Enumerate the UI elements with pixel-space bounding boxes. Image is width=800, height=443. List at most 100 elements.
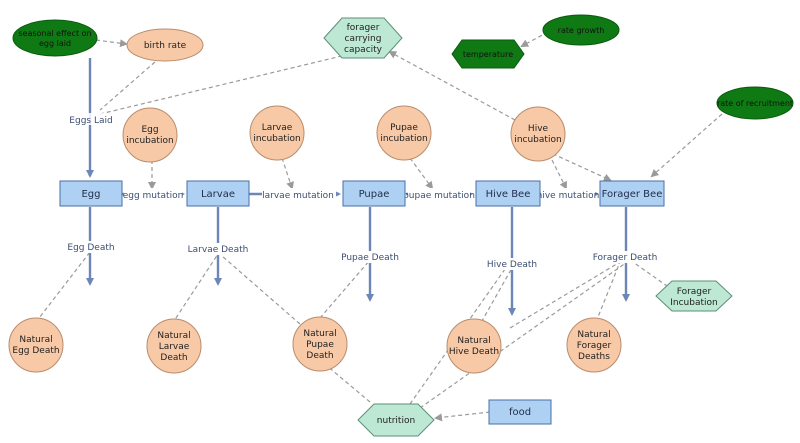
link-recruitment-to-forager [650, 113, 723, 178]
link-hive-to-capacity [388, 51, 516, 121]
svg-text:Forager: Forager [577, 341, 612, 351]
link-hive-incubation-to-hive-mutation [551, 159, 567, 190]
link-nutrition-to-forager-death [419, 259, 631, 409]
svg-text:Natural: Natural [577, 330, 610, 340]
flow-label-larvae-death[interactable]: Larvae Death [188, 245, 249, 255]
svg-text:incubation: incubation [380, 134, 427, 144]
link-pupae-incubation-to-pupae-mutation [409, 157, 434, 190]
flow-label-eggs-laid[interactable]: Eggs Laid [69, 116, 112, 126]
link-natural-pupae-to-larvae-death [221, 255, 301, 325]
svg-text:Forager Bee: Forager Bee [602, 189, 663, 200]
svg-text:forager: forager [347, 23, 380, 33]
svg-text:Natural: Natural [157, 331, 190, 341]
forager-incubation-node[interactable]: Forager Incubation [655, 280, 733, 312]
natural-forager-deaths-node[interactable]: Natural Forager Deaths [566, 317, 622, 373]
svg-text:nutrition: nutrition [377, 416, 415, 426]
egg-incubation-node[interactable]: Egg incubation [122, 107, 178, 163]
svg-text:capacity: capacity [344, 45, 383, 55]
flow-label-hive-mutation[interactable]: hive mutation [537, 191, 600, 201]
temperature-node[interactable]: temperature [451, 39, 525, 69]
svg-text:egg laid: egg laid [39, 39, 71, 48]
link-natural-larvae-to-larvae-death [171, 253, 219, 325]
larvae-stock[interactable]: Larvae [186, 180, 250, 207]
hive-incubation-node[interactable]: Hive incubation [510, 106, 566, 162]
green-inputs: seasonal effect on egg laid rate growth … [12, 14, 794, 120]
link-natural-egg-to-egg-death [35, 251, 91, 323]
svg-text:Larvae: Larvae [159, 342, 190, 352]
link-natural-hive-to-forager-death [509, 261, 621, 329]
svg-text:Death: Death [160, 353, 187, 363]
svg-text:Egg: Egg [141, 125, 158, 135]
stocks: Egg Larvae Pupae Hive Bee Forager Bee fo… [59, 180, 665, 425]
svg-text:Larvae: Larvae [262, 123, 293, 133]
flow-label-egg-mutation[interactable]: egg mutation [123, 191, 184, 201]
larvae-incubation-node[interactable]: Larvae incubation [249, 105, 305, 161]
rate-growth-node[interactable]: rate growth [542, 14, 620, 46]
svg-text:incubation: incubation [253, 134, 300, 144]
svg-text:incubation: incubation [514, 135, 561, 145]
link-food-to-nutrition [434, 411, 491, 422]
svg-text:incubation: incubation [126, 136, 173, 146]
svg-text:Death: Death [306, 351, 333, 361]
svg-text:rate growth: rate growth [558, 26, 605, 35]
svg-text:Larvae: Larvae [201, 189, 235, 200]
flow-labels: Eggs Laid egg mutation larvae mutation p… [66, 113, 657, 270]
natural-larvae-death-node[interactable]: Natural Larvae Death [146, 318, 202, 374]
svg-text:Egg: Egg [81, 189, 100, 200]
natural-hive-death-node[interactable]: Natural Hive Death [446, 318, 502, 374]
flow-label-larvae-mutation[interactable]: larvae mutation [262, 191, 334, 201]
link-seasonal-to-birth-rate [95, 39, 128, 48]
svg-text:Hive Death: Hive Death [449, 347, 499, 357]
link-natural-hive-to-hive-death [477, 267, 513, 329]
converters: forager carrying capacity Forager Incuba… [323, 17, 733, 437]
link-rate-growth-to-temperature [520, 31, 549, 47]
link-larvae-incubation-to-larvae-mutation [281, 157, 294, 190]
link-nutrition-to-pupae [319, 359, 371, 403]
hive-bee-stock[interactable]: Hive Bee [475, 180, 541, 207]
svg-text:food: food [509, 407, 531, 418]
seasonal-effect-node[interactable]: seasonal effect on egg laid [12, 19, 98, 57]
link-natural-forager-to-forager-death [595, 261, 621, 323]
svg-text:Natural: Natural [303, 329, 336, 339]
food-stock[interactable]: food [488, 399, 552, 425]
flow-label-hive-death[interactable]: Hive Death [487, 260, 537, 270]
svg-text:rate of recruitment: rate of recruitment [717, 99, 793, 108]
svg-text:Egg Death: Egg Death [12, 346, 59, 356]
svg-text:Hive Bee: Hive Bee [486, 189, 531, 200]
forager-carrying-capacity-node[interactable]: forager carrying capacity [323, 17, 403, 59]
natural-pupae-death-node[interactable]: Natural Pupae Death [292, 316, 348, 372]
egg-stock[interactable]: Egg [59, 180, 123, 207]
rate-of-recruitment-node[interactable]: rate of recruitment [716, 86, 794, 120]
link-hive-incubation-to-forager [539, 147, 612, 182]
svg-text:Pupae: Pupae [359, 189, 390, 200]
flow-label-egg-death[interactable]: Egg Death [67, 243, 114, 253]
svg-text:Natural: Natural [457, 336, 490, 346]
link-natural-pupae-to-pupae-death [319, 259, 371, 319]
flow-label-pupae-death[interactable]: Pupae Death [341, 253, 399, 263]
svg-text:Hive: Hive [528, 124, 549, 134]
nutrition-node[interactable]: nutrition [357, 403, 435, 437]
svg-text:temperature: temperature [463, 50, 513, 59]
link-birth-rate-to-eggs-laid [99, 61, 156, 111]
svg-text:seasonal effect on: seasonal effect on [18, 29, 91, 38]
natural-egg-death-node[interactable]: Natural Egg Death [8, 317, 64, 373]
birth-rate-node[interactable]: birth rate [126, 28, 204, 62]
pupae-incubation-node[interactable]: Pupae incubation [376, 105, 432, 161]
svg-text:Pupae: Pupae [390, 123, 418, 133]
link-forager-death-to-incubation [629, 259, 671, 289]
svg-text:carrying: carrying [345, 34, 382, 44]
svg-text:Natural: Natural [19, 335, 52, 345]
pupae-stock[interactable]: Pupae [342, 180, 406, 207]
svg-text:Forager: Forager [677, 287, 712, 297]
forager-bee-stock[interactable]: Forager Bee [599, 180, 665, 207]
information-links [35, 31, 723, 422]
link-eggs-laid-to-capacity [99, 53, 351, 115]
svg-text:birth rate: birth rate [144, 41, 187, 51]
svg-text:Pupae: Pupae [306, 340, 334, 350]
variables: birth rate Egg incubation Larvae incubat… [8, 28, 622, 374]
svg-text:Deaths: Deaths [578, 352, 610, 362]
flow-label-pupae-mutation[interactable]: pupae mutation [403, 191, 475, 201]
svg-text:Incubation: Incubation [670, 298, 717, 308]
flow-label-forager-death[interactable]: Forager Death [593, 253, 658, 263]
